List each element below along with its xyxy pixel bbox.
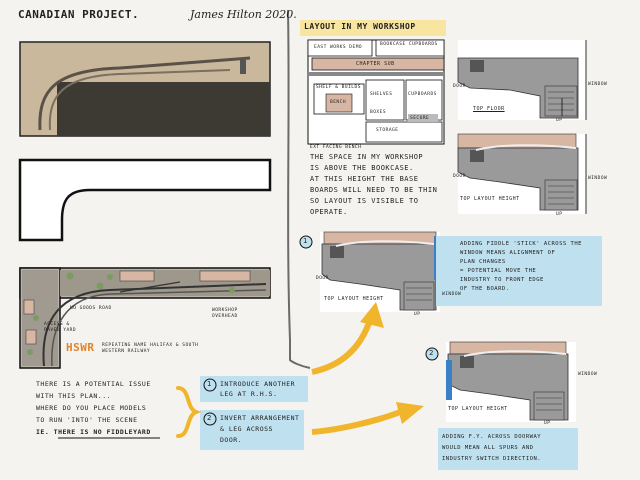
plan-label-chapter-sub: CHAPTER SUB [356, 61, 395, 67]
board-outline-plan [18, 158, 272, 242]
option-1-note-line: WINDOW MEANS ALIGNMENT OF [460, 250, 556, 256]
arrow-to-option-2-head [396, 402, 424, 424]
solution-1-circle [203, 378, 217, 392]
view-top-layout-height [457, 133, 587, 214]
plan-label-storage: STORAGE [376, 128, 399, 133]
option-1-number: 1 [303, 237, 308, 245]
hswr-full-name: REPEATING NAME HALIFAX & SOUTH WESTERN R… [102, 343, 199, 354]
workshop-plan [307, 39, 445, 145]
view-top-floor [457, 40, 587, 120]
option-2-note-line: INDUSTRY SWITCH DIRECTION. [442, 456, 542, 462]
option-2-number: 2 [429, 349, 434, 357]
option-1-note-line: ADDING FIDDLE 'STICK' ACROSS THE [460, 241, 582, 247]
view-label-window: WINDOW [578, 372, 598, 377]
workshop-heading: LAYOUT IN MY WORKSHOP [304, 22, 416, 31]
page-title: CANADIAN PROJECT. [18, 8, 140, 21]
plan-label-window: SECURE [410, 116, 430, 121]
issue-line: TO RUN 'INTO' THE SCENE [36, 416, 138, 424]
plan-label-bench: BENCH [330, 100, 347, 105]
solution-2-line: DOOR. [220, 436, 243, 444]
workshop-note-line: SO LAYOUT IS VISIBLE TO [310, 197, 419, 205]
solution-2-box [200, 410, 304, 450]
view-label-top-floor: TOP FLOOR [473, 106, 505, 112]
view-label-door: DOOR [453, 84, 466, 89]
page-divider [287, 9, 311, 369]
solution-1-line: LEG AT R.H.S. [220, 390, 278, 398]
solution-2-circle [203, 412, 217, 426]
view-label-up: UP [556, 212, 563, 217]
solution-1-text: INTRODUCE ANOTHER LEG AT R.H.S. [220, 379, 295, 399]
view-label-up: UP [544, 421, 551, 426]
view-label-top-layout-height: TOP LAYOUT HEIGHT [324, 296, 384, 302]
plan-label-cupboards: CUPBOARDS [408, 92, 437, 97]
solution-2-line: INVERT ARRANGEMENT [220, 414, 300, 422]
plan-label-shelf: SHELF & BUILDS [316, 85, 361, 90]
solution-2-text: INVERT ARRANGEMENT & LEG ACROSS DOOR. [220, 413, 299, 446]
option-1-note-line: OF THE BOARD. [460, 286, 510, 292]
option-2-note-box [438, 428, 578, 470]
option-2-note-line: WOULD MEAN ALL SPURS AND [442, 445, 534, 451]
bracket [176, 386, 202, 438]
option-1-note-box [436, 236, 602, 306]
label-overhead: WORKSHOP OVERHEAD [212, 308, 238, 319]
plan-label-shelves: SHELVES [370, 92, 393, 97]
option-2-note-line: ADDING F.Y. ACROSS DOORWAY [442, 434, 542, 440]
option-1-notes: ADDING FIDDLE 'STICK' ACROSS THE WINDOW … [460, 240, 600, 294]
option-2-circle [425, 347, 439, 361]
view-label-window: WINDOW [588, 176, 608, 181]
plan-label-bookcase: BOOKCASE CUPBOARDS [380, 42, 438, 47]
view-label-up: UP [556, 118, 563, 123]
label-access: ACCESS & PAVED YARD [44, 322, 77, 333]
view-label-window: WINDOW [442, 292, 462, 297]
view-label-top-layout-height: TOP LAYOUT HEIGHT [460, 196, 520, 202]
option-1-circle [299, 235, 313, 249]
view-label-top-layout-height: TOP LAYOUT HEIGHT [448, 406, 508, 412]
issue-line: WHERE DO YOU PLACE MODELS [36, 404, 147, 412]
workshop-note-line: OPERATE. [310, 208, 348, 216]
solution-2-number: 2 [207, 414, 212, 422]
view-label-door: DOOR [453, 174, 466, 179]
workshop-note-line: BOARDS WILL NEED TO BE THIN [310, 186, 438, 194]
issue-line: WITH THIS PLAN... [36, 392, 112, 400]
issue-line: THERE IS A POTENTIAL ISSUE [36, 380, 151, 388]
option-1-note-line: INDUSTRY TO FRONT EDGE [460, 277, 544, 283]
plan-label-boxes: BOXES [370, 110, 387, 115]
view-option-2 [446, 341, 576, 422]
solution-1-box [200, 376, 308, 402]
board-photo-top [19, 41, 271, 137]
arrow-to-option-1-head [360, 302, 384, 328]
arrow-to-option-1 [311, 319, 373, 375]
plan-label-ext-bench: EXT FACING BENCH [310, 145, 362, 150]
label-goods-road: NO GOODS ROAD [70, 306, 112, 311]
view-label-up: UP [414, 312, 421, 317]
solution-1-line: INTRODUCE ANOTHER [220, 380, 296, 388]
hswr-abbrev: HSWR [66, 341, 95, 354]
arrow-to-option-2 [311, 409, 402, 435]
option-2-notes: ADDING F.Y. ACROSS DOORWAY WOULD MEAN AL… [442, 432, 578, 465]
board-track-plan [19, 267, 271, 369]
workshop-note-line: THE SPACE IN MY WORKSHOP [310, 153, 424, 161]
workshop-notes: THE SPACE IN MY WORKSHOP IS ABOVE THE BO… [310, 152, 460, 218]
author-signature: James Hilton 2020. [190, 8, 297, 21]
workshop-note-line: IS ABOVE THE BOOKCASE. [310, 164, 414, 172]
view-label-door: DOOR [316, 276, 329, 281]
option-1-note-line: PLAN CHANGES [460, 259, 506, 265]
workshop-heading-box [300, 20, 446, 36]
view-label-window: WINDOW [588, 82, 608, 87]
plan-label-east-works: EAST WORKS DEMO [314, 45, 363, 50]
workshop-note-line: AT THIS HEIGHT THE BASE [310, 175, 419, 183]
solution-1-number: 1 [207, 380, 212, 388]
issue-line: IE. THERE IS NO FIDDLEYARD [36, 428, 151, 436]
option-1-note-line: = POTENTIAL MOVE THE [460, 268, 537, 274]
solution-2-line: & LEG ACROSS [220, 425, 273, 433]
issue-text: THERE IS A POTENTIAL ISSUE WITH THIS PLA… [36, 378, 186, 438]
